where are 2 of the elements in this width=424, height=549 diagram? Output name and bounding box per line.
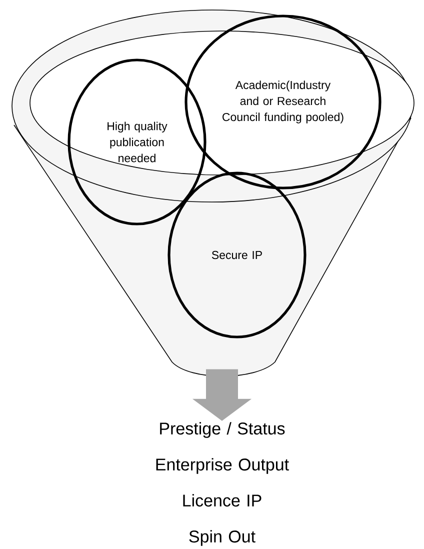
funnel-drawing [12, 10, 414, 377]
outcome-list: Prestige / Status Enterprise Output Licence IP Spin Out [156, 422, 289, 546]
